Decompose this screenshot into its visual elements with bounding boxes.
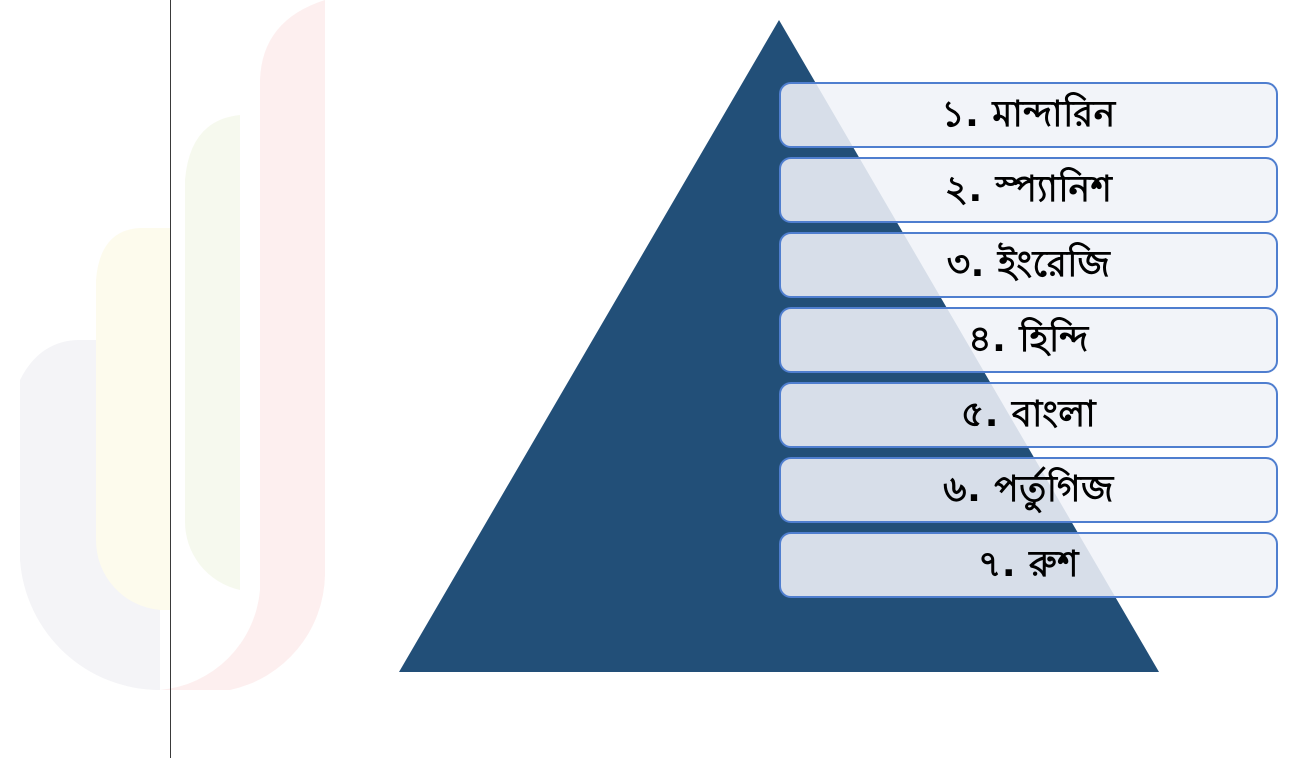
watermark-logo-icon	[20, 0, 325, 691]
pyramid-item-1: ১. মান্দারিন	[779, 82, 1278, 148]
pyramid-item-list: ১. মান্দারিন ২. স্প্যানিশ ৩. ইংরেজি ৪. হ…	[779, 82, 1278, 607]
pyramid-item-4: ৪. হিন্দি	[779, 307, 1278, 373]
pyramid-item-6: ৬. পর্তুগিজ	[779, 457, 1278, 523]
pyramid-item-label: ২. স্প্যানিশ	[944, 169, 1113, 210]
pyramid-item-7: ৭. রুশ	[779, 532, 1278, 598]
pyramid-item-label: ৪. হিন্দি	[968, 319, 1089, 360]
pyramid-item-label: ৬. পর্তুগিজ	[943, 469, 1114, 510]
vertical-divider-line	[170, 0, 171, 758]
pyramid-item-label: ৩. ইংরেজি	[946, 244, 1111, 285]
pyramid-item-5: ৫. বাংলা	[779, 382, 1278, 448]
pyramid-item-label: ৭. রুশ	[977, 544, 1080, 585]
pyramid-item-2: ২. স্প্যানিশ	[779, 157, 1278, 223]
pyramid-item-label: ৫. বাংলা	[960, 394, 1097, 435]
pyramid-item-3: ৩. ইংরেজি	[779, 232, 1278, 298]
pyramid-item-label: ১. মান্দারিন	[941, 94, 1116, 135]
